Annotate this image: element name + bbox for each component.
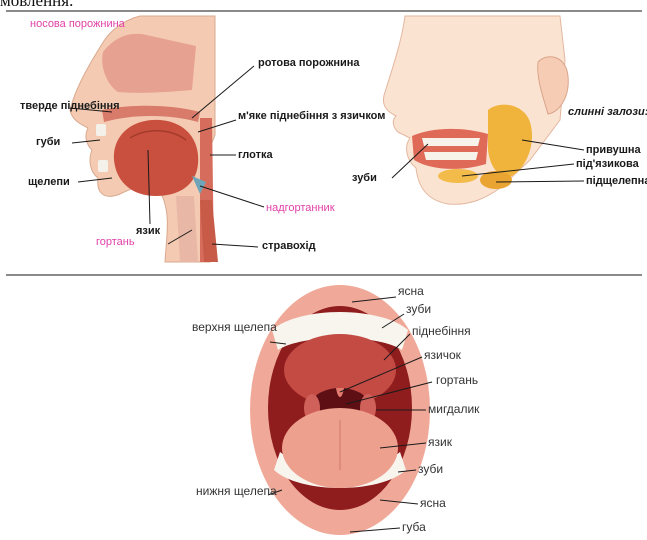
label-larynx-mouth: гортань — [436, 373, 478, 388]
label-tongue: язик — [136, 225, 160, 238]
label-hard-palate: тверде піднебіння — [20, 100, 80, 113]
label-lip: губа — [402, 520, 426, 535]
label-lower-jaw: нижня щелепа — [196, 484, 268, 499]
label-teeth-face: зуби — [352, 172, 377, 185]
label-gum-top: ясна — [398, 284, 424, 299]
label-nasal-cavity: носова порожнина — [30, 18, 100, 31]
label-teeth-bottom: зуби — [418, 462, 443, 477]
label-palate: піднебіння — [412, 324, 471, 339]
label-submandibular: підщелепна — [586, 175, 647, 188]
label-jaws: щелепи — [28, 176, 70, 189]
label-uvula: язичок — [424, 348, 461, 363]
label-larynx: гортань — [96, 236, 135, 249]
label-epiglottis: надгортанник — [266, 202, 335, 215]
label-esophagus: стравохід — [262, 240, 316, 253]
label-parotid: привушна — [586, 144, 641, 157]
label-gum-bottom: ясна — [420, 496, 446, 511]
label-pharynx: глотка — [238, 149, 273, 162]
label-upper-jaw: верхня щелепа — [192, 320, 266, 335]
label-oral-cavity: ротова порожнина — [258, 57, 330, 70]
label-tongue-mouth: язик — [428, 435, 452, 450]
face-glands-figure — [383, 16, 568, 204]
label-soft-palate: м'яке піднебіння з язичком — [238, 110, 368, 123]
label-salivary-glands-title: слинні залози: — [568, 106, 628, 119]
label-sublingual: під'язикова — [576, 158, 639, 171]
label-lips: губи — [36, 136, 60, 149]
label-teeth-top: зуби — [406, 302, 431, 317]
label-tonsil: мигдалик — [428, 402, 479, 417]
